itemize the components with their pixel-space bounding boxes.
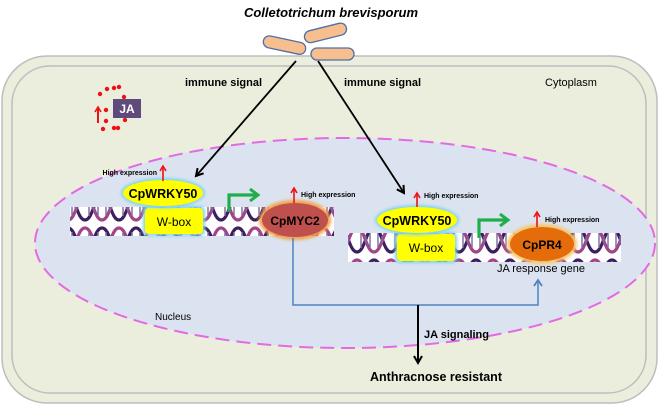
- immune-signal-right-label: immune signal: [344, 77, 421, 89]
- ja-signaling-label: JA signaling: [424, 329, 489, 341]
- fungus-spores-icon: [262, 22, 355, 61]
- w-box-left-label: W-box: [157, 215, 191, 229]
- ja-dots-icon: [97, 84, 129, 132]
- outcome-label: Anthracnose resistant: [370, 370, 503, 384]
- signal-arrow-right: [317, 60, 404, 193]
- cytoplasm-label: Cytoplasm: [545, 77, 597, 89]
- tf-right-expression-label: High expression: [424, 193, 478, 200]
- myc2-expression-label: High expression: [301, 192, 355, 199]
- pathogen-title: Colletotrichum brevisporum: [244, 5, 419, 20]
- transcription-arrow-left-icon: [227, 195, 258, 212]
- cppr4: [510, 227, 574, 261]
- ja-molecule-box: [113, 99, 141, 118]
- myc2-to-pr4-path: [292, 238, 543, 306]
- cppr4-label: CpPR4: [522, 238, 562, 252]
- nucleus-label: Nucleus: [155, 312, 191, 323]
- transcription-arrow-right-icon: [477, 220, 508, 238]
- tf-left-expression-label: High expression: [103, 170, 157, 177]
- dna-strand-right: [348, 233, 621, 262]
- immune-signal-left-label: immune signal: [185, 77, 262, 89]
- cpwrky50-right-label: CpWRKY50: [383, 214, 452, 228]
- cpmyc2-label: CpMYC2: [270, 214, 320, 228]
- pr4-expression-label: High expression: [545, 217, 599, 224]
- signal-arrow-left: [196, 60, 297, 176]
- ja-label: JA: [119, 102, 135, 116]
- cpwrky50-left: [123, 180, 203, 206]
- ja-response-gene-label: JA response gene: [497, 263, 585, 275]
- w-box-left: [145, 208, 203, 234]
- w-box-right-label: W-box: [409, 241, 443, 255]
- cpwrky50-left-label: CpWRKY50: [129, 187, 198, 201]
- cpwrky50-right: [377, 207, 457, 233]
- cpmyc2: [262, 203, 328, 237]
- w-box-right: [397, 234, 455, 261]
